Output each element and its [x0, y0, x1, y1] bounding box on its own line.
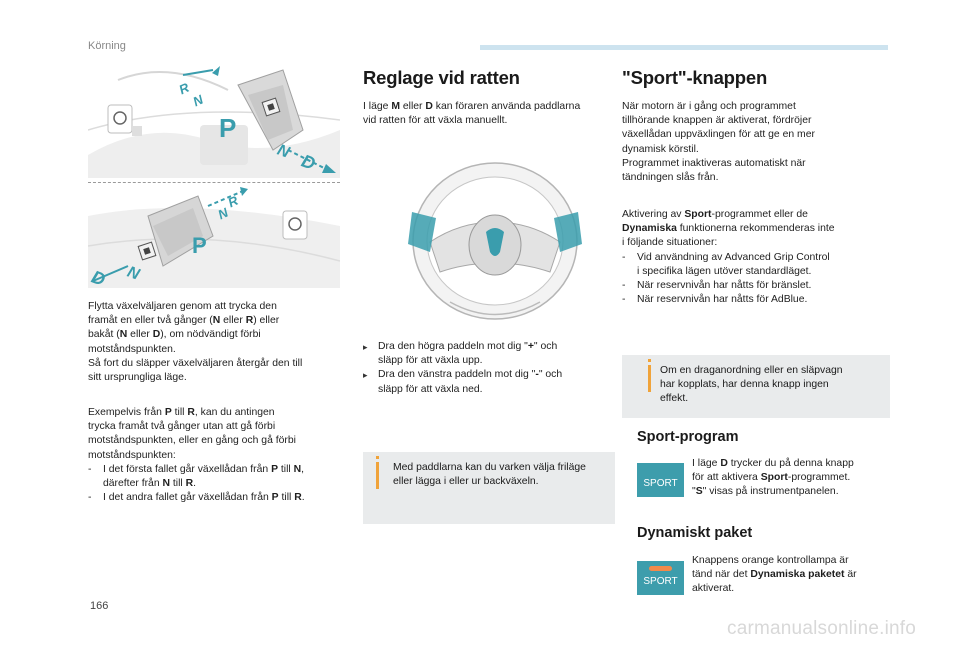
list-item: -När reservnivån har nåtts för AdBlue.	[622, 294, 808, 306]
info-note-towing: Om en draganordning eller en släpvagn ha…	[622, 355, 890, 418]
title-sport-button: "Sport"-knappen	[622, 67, 768, 88]
label-d-bottom: D	[89, 267, 108, 288]
list-item: -När reservnivån har nåtts för bränslet.	[622, 280, 812, 292]
title-dynamic-package: Dynamiskt paket	[637, 525, 753, 541]
title-steering-controls: Reglage vid ratten	[363, 67, 520, 88]
orange-indicator-lamp	[649, 566, 672, 571]
page-number: 166	[90, 600, 109, 612]
info-icon	[648, 359, 651, 392]
selector-instructions: Flytta växelväljaren genom att trycka de…	[88, 301, 303, 384]
sport-description: När motorn är i gång och programmet till…	[622, 101, 815, 184]
paddle-intro: I läge M eller D kan föraren använda pad…	[363, 101, 581, 127]
divider-dashed	[88, 182, 340, 183]
list-item: -I det första fallet går växellådan från…	[88, 463, 305, 490]
gear-selector-illustration-top: R N P N D	[88, 60, 340, 178]
label-p-bottom: P	[192, 233, 207, 258]
dynamic-package-text: Knappens orange kontrollampa är tänd när…	[692, 555, 857, 595]
label-p: P	[219, 113, 236, 143]
gear-selector-illustration-bottom: R N P N D	[88, 186, 340, 288]
section-title: Körning	[88, 40, 126, 52]
sport-button-with-lamp: SPORT	[637, 561, 684, 595]
list-item: ▸Dra den vänstra paddeln mot dig "-" och…	[363, 369, 563, 395]
header-bar	[480, 45, 888, 50]
sport-button: SPORT	[637, 463, 684, 497]
list-item: -Vid användning av Advanced Grip Control…	[622, 251, 830, 277]
info-note-paddles: Med paddlarna kan du varken välja friläg…	[363, 452, 615, 524]
selector-example: Exempelvis från P till R, kan du antinge…	[88, 406, 350, 505]
sport-warnings: Aktivering av Sport-programmet eller de …	[622, 208, 890, 307]
example-list: -I det första fallet går växellådan från…	[88, 463, 350, 506]
list-item: -I det andra fallet går växellådan från …	[88, 492, 305, 504]
steering-wheel-illustration	[408, 162, 582, 320]
watermark: carmanualsonline.info	[727, 618, 917, 639]
title-sport-program: Sport-program	[637, 429, 739, 445]
label-d: D	[299, 151, 318, 174]
info-icon	[376, 456, 379, 489]
sport-program-text: I läge D trycker du på denna knapp för a…	[692, 458, 854, 498]
